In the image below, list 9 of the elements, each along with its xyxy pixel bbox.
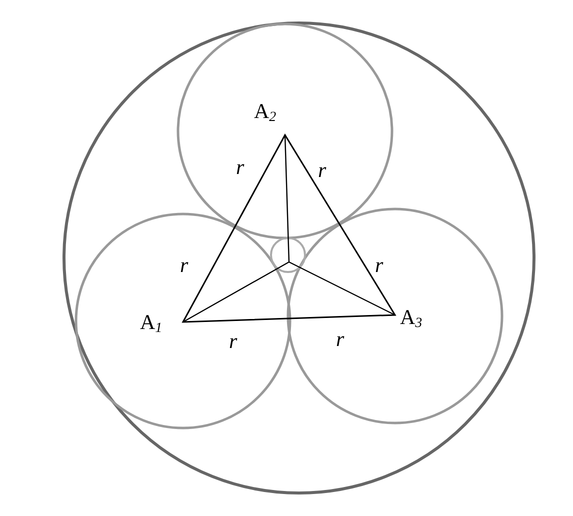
side-label: r [375, 255, 384, 276]
vertex-label: A$_{2}$ [254, 101, 276, 125]
vertex-label: A$_{3}$ [400, 307, 422, 331]
side-label: r [236, 157, 244, 178]
side-label: r [318, 160, 326, 181]
side-label: r [336, 329, 344, 350]
side-label: r [180, 255, 188, 276]
vertex-label: A$_{1}$ [140, 312, 162, 336]
side-label: r [229, 331, 238, 352]
